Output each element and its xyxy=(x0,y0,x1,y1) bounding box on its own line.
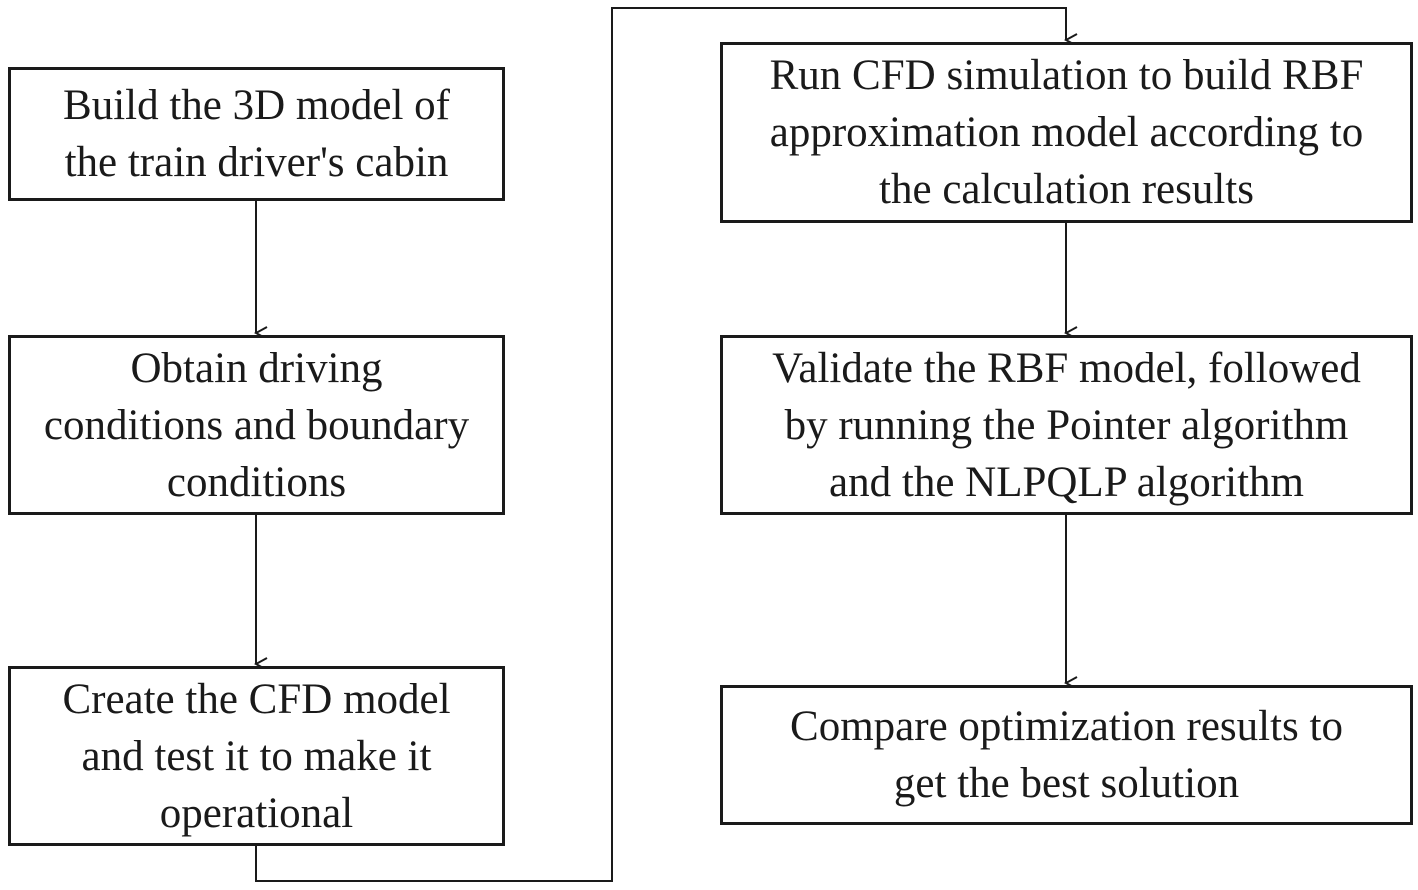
step-compare-results: Compare optimization results to get the … xyxy=(720,685,1413,825)
step-text-line: the calculation results xyxy=(879,166,1254,213)
step-text-line: get the best solution xyxy=(893,760,1240,807)
step-text-line: and test it to make it xyxy=(81,732,432,780)
step-text-line: Compare optimization results to xyxy=(790,703,1343,750)
step-text-line: the train driver's cabin xyxy=(64,139,449,186)
step-text-line: and the NLPQLP algorithm xyxy=(829,458,1304,506)
step-text-line: Run CFD simulation to build RBF xyxy=(769,52,1364,99)
step-text-line: conditions xyxy=(166,458,347,506)
step-text-line: by running the Pointer algorithm xyxy=(784,401,1349,449)
step-run-cfd-simulation: Run CFD simulation to build RBF approxim… xyxy=(720,42,1413,223)
step-text-line: conditions and boundary xyxy=(43,401,470,449)
step-obtain-conditions: Obtain driving conditions and boundary c… xyxy=(8,335,505,515)
step-validate-rbf-model: Validate the RBF model, followed by runn… xyxy=(720,335,1413,515)
step-text-line: Obtain driving xyxy=(130,344,383,392)
step-text-line: operational xyxy=(159,789,354,837)
step-text-line: Validate the RBF model, followed xyxy=(772,344,1361,392)
step-text-line: Build the 3D model of xyxy=(63,82,450,129)
step-text-line: Create the CFD model xyxy=(62,675,451,723)
step-text-line: approximation model according to xyxy=(769,109,1364,156)
arrow-step3-to-step4 xyxy=(255,7,1066,882)
step-create-cfd-model: Create the CFD model and test it to make… xyxy=(8,666,505,846)
step-build-3d-model: Build the 3D model of the train driver's… xyxy=(8,67,505,201)
